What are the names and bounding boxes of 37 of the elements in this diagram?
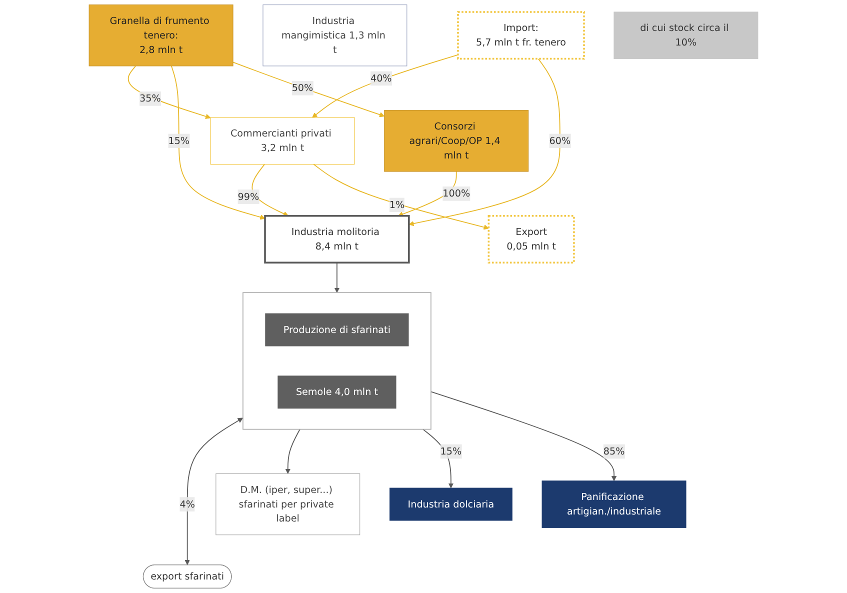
node-box: Industria mangimistica 1,3 mln t	[262, 4, 408, 66]
node-box: Import: 5,7 mln t fr. tenero	[457, 11, 585, 60]
node-box: Commercianti privati 3,2 mln t	[210, 117, 355, 165]
edge-label: 100%	[442, 188, 470, 200]
arrow	[408, 58, 560, 226]
arrow	[422, 428, 454, 488]
node-box: Consorzi agrari/Coop/OP 1,4 mln t	[384, 110, 529, 172]
node-box: Export 0,05 mln t	[488, 214, 575, 264]
arrow	[232, 62, 385, 118]
edge-label: 99%	[238, 190, 260, 202]
edge-label: 60%	[549, 134, 571, 146]
node-box: Granella di frumento tenero: 2,8 mln t	[88, 4, 234, 66]
node-box: Panificazione artigian./industriale	[542, 480, 686, 528]
arrow	[312, 54, 458, 118]
edge-label: 1%	[389, 198, 405, 210]
arrow	[430, 391, 617, 482]
arrow	[184, 418, 243, 566]
arrow	[170, 66, 266, 220]
arrow	[313, 164, 489, 230]
edge-label: 40%	[370, 72, 392, 84]
cluster	[242, 292, 432, 430]
arrow	[334, 262, 340, 293]
node-box: Industria molitoria 8,4 mln t	[264, 214, 410, 264]
arrow	[128, 66, 211, 119]
edge-label: 85%	[603, 446, 625, 457]
edge-label: 50%	[292, 82, 314, 94]
node-box: Semole 4,0 mln t	[278, 376, 396, 409]
arrow	[285, 428, 300, 474]
node-box: di cui stock circa il 10%	[614, 12, 758, 60]
edge-label: 35%	[140, 92, 161, 104]
node-box: Produzione di sfarinati	[265, 313, 409, 346]
arrow	[252, 164, 288, 216]
edge-label: 15%	[440, 446, 462, 457]
edge-label: 15%	[168, 134, 190, 146]
node-box: Industria dolciaria	[390, 488, 512, 521]
node-box: D.M. (iper, super...) sfarinati per private label	[216, 473, 360, 536]
edge-label: 4%	[180, 498, 195, 510]
